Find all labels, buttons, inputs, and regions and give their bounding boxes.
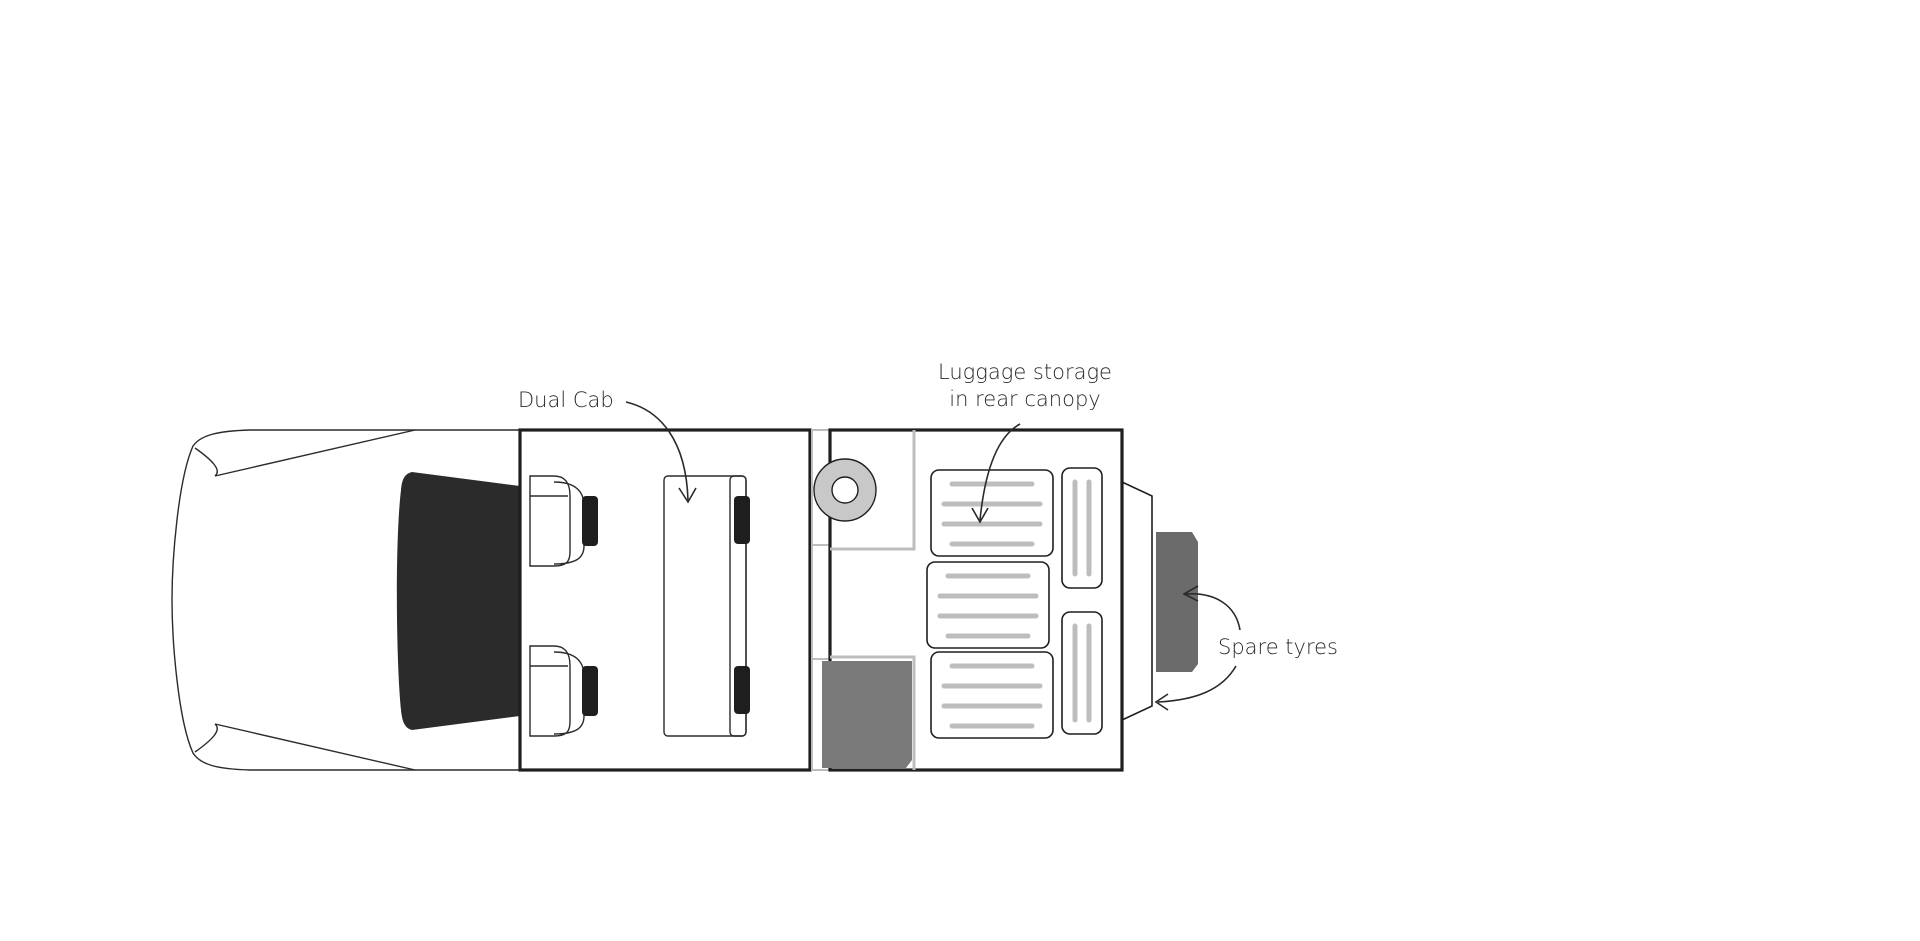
arrow-spare-tyre-upper <box>1185 593 1241 631</box>
windscreen <box>396 472 520 730</box>
luggage-bag-bottom <box>930 651 1054 739</box>
side-storage-bottom <box>1061 611 1103 735</box>
luggage-bag-middle <box>926 561 1050 649</box>
rear-door-outline <box>1121 481 1153 721</box>
rear-canopy-outline <box>828 428 1124 772</box>
front-seat-driver <box>529 475 598 567</box>
vehicle-front-body <box>171 429 520 771</box>
arrow-dual-cab <box>625 401 689 501</box>
front-seat-passenger <box>529 645 598 737</box>
label-dual-cab: Dual Cab <box>518 388 614 412</box>
fridge-cabinet-line <box>830 655 916 770</box>
luggage-bag-top <box>930 469 1054 557</box>
label-spare-tyres: Spare tyres <box>1218 635 1338 659</box>
label-luggage-storage-line1: Luggage storage <box>938 360 1112 384</box>
rear-bench-seat <box>663 475 750 737</box>
dual-cab-outline <box>518 428 812 772</box>
arrow-luggage <box>979 423 1021 521</box>
kitchen-bench-line <box>830 430 916 551</box>
arrow-spare-tyre-lower <box>1157 665 1237 703</box>
sink-icon <box>813 458 877 522</box>
label-luggage-storage-line2: in rear canopy <box>949 387 1100 411</box>
spare-tyre-icon <box>1156 532 1198 672</box>
fridge-icon <box>822 661 912 768</box>
side-storage-top <box>1061 467 1103 589</box>
